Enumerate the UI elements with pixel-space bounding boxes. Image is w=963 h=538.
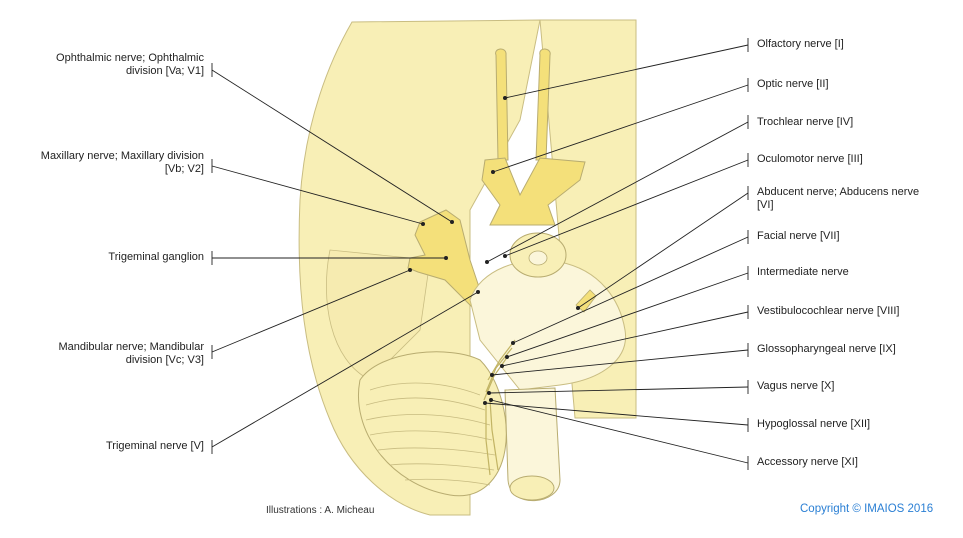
trigeminal-ganglion-shape: [407, 209, 493, 321]
spinal-cord: [504, 387, 561, 502]
leader-line-intermediate: [506, 272, 749, 358]
leader-dot-vagus: [487, 391, 491, 395]
leader-line-hypoglossal: [484, 402, 749, 426]
leader-line-vagus: [488, 386, 749, 394]
label-vestibulocochlear: Vestibulocochlear nerve [VIII]: [757, 305, 900, 317]
leader-dot-maxillary: [421, 222, 425, 226]
leader-line-trigeminal-nerve: [211, 291, 479, 448]
label-vagus: Vagus nerve [X]: [757, 380, 835, 392]
cerebellum-folia: [365, 382, 496, 486]
leader-dot-abducent: [576, 306, 580, 310]
leader-dot-hypoglossal: [483, 401, 487, 405]
leader-line-maxillary: [211, 165, 424, 225]
leader-line-trochlear: [486, 121, 749, 263]
label-hypoglossal: Hypoglossal nerve [XII]: [757, 418, 871, 430]
leader-dot-accessory: [489, 398, 493, 402]
label-accessory: Accessory nerve [XI]: [757, 456, 858, 468]
label-maxillary: Maxillary nerve; Maxillary division[Vb; …: [40, 150, 204, 175]
leader-line-oculomotor: [504, 159, 749, 257]
leader-line-optic: [492, 84, 749, 173]
optic-chiasm: [481, 157, 586, 226]
leader-line-accessory: [490, 399, 749, 464]
label-trochlear: Trochlear nerve [IV]: [757, 116, 854, 128]
label-trigeminal-nerve: Trigeminal nerve [V]: [105, 440, 204, 452]
label-optic: Optic nerve [II]: [757, 78, 829, 90]
leader-dot-trigeminal-nerve: [476, 290, 480, 294]
leader-line-ophthalmic: [211, 69, 453, 223]
leader-line-mandibular: [211, 269, 411, 353]
leader-dot-oculomotor: [503, 254, 507, 258]
label-olfactory: Olfactory nerve [I]: [757, 38, 844, 50]
leader-line-facial: [512, 236, 749, 344]
label-facial: Facial nerve [VII]: [757, 230, 840, 242]
leader-dot-glossopharyngeal: [490, 373, 494, 377]
leader-dot-olfactory: [503, 96, 507, 100]
label-abducent: Abducent nerve; Abducens nerve[VI]: [757, 186, 920, 211]
leader-dot-intermediate: [505, 355, 509, 359]
brain-illustration: [298, 19, 637, 516]
label-trigeminal-ganglion: Trigeminal ganglion: [108, 251, 204, 263]
leader-line-glossopharyngeal: [491, 349, 749, 376]
label-intermediate: Intermediate nerve: [757, 266, 849, 278]
label-oculomotor: Oculomotor nerve [III]: [757, 153, 863, 165]
leader-dot-ophthalmic: [450, 220, 454, 224]
leader-lines: [211, 38, 749, 470]
leader-dot-trochlear: [485, 260, 489, 264]
leader-line-vestibulocochlear: [501, 311, 749, 367]
leader-dot-facial: [511, 341, 515, 345]
copyright-notice: Copyright © IMAIOS 2016: [800, 503, 934, 515]
spinal-cord-section: [509, 475, 555, 501]
leader-dot-optic: [491, 170, 495, 174]
cerebellum: [358, 351, 507, 497]
leader-dot-mandibular: [408, 268, 412, 272]
leader-line-abducent: [577, 192, 749, 309]
olfactory-tract-left: [495, 48, 509, 161]
illustration-credit: Illustrations : A. Micheau: [266, 505, 375, 516]
leader-dot-vestibulocochlear: [500, 364, 504, 368]
leader-line-olfactory: [504, 44, 749, 99]
cerebral-aqueduct: [528, 250, 548, 266]
label-glossopharyngeal: Glossopharyngeal nerve [IX]: [757, 343, 896, 355]
olfactory-tract-right: [535, 48, 551, 161]
leader-endpoints: [408, 96, 580, 405]
leader-dot-trigeminal-ganglion: [444, 256, 448, 260]
